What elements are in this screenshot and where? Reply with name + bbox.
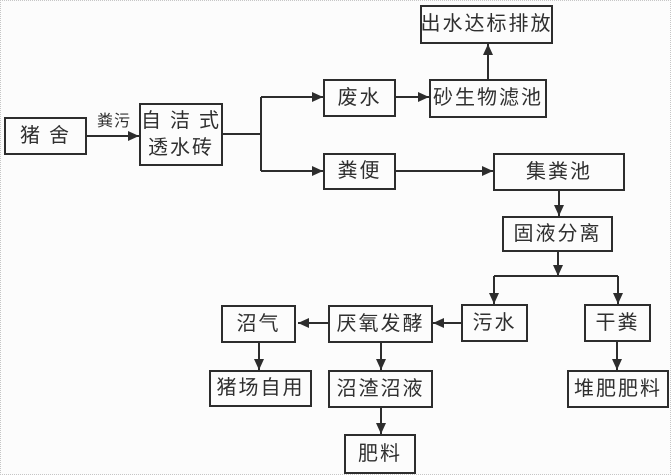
node-residue-slurry-label: 沼渣沼液 — [336, 377, 425, 400]
node-wastewater-label: 废水 — [337, 86, 382, 109]
node-feces: 粪便 — [323, 153, 396, 190]
node-solid-liquid-separation: 固液分离 — [502, 216, 613, 252]
node-sewage-label: 污水 — [472, 311, 517, 334]
node-wastewater: 废水 — [323, 79, 396, 117]
node-permeable-brick-line1: 自 洁 式 — [141, 109, 221, 132]
edge-label-manure: 粪污 — [97, 113, 132, 130]
node-permeable-brick-line2: 透水砖 — [148, 136, 214, 159]
node-fertilizer: 肥料 — [344, 434, 416, 474]
node-anaerobic-fermentation: 厌氧发酵 — [328, 305, 433, 343]
node-sand-biofilter: 砂生物滤池 — [429, 79, 547, 118]
node-fertilizer-label: 肥料 — [358, 442, 402, 465]
node-discharge-label: 出水达标排放 — [420, 13, 553, 35]
node-compost-fertilizer: 堆肥肥料 — [567, 370, 669, 408]
node-feces-label: 粪便 — [337, 160, 382, 182]
node-biogas: 沼气 — [221, 305, 296, 343]
node-dry-feces-label: 干粪 — [595, 311, 640, 334]
node-anaerobic-fermentation-label: 厌氧发酵 — [336, 312, 425, 335]
node-residue-slurry: 沼渣沼液 — [328, 370, 433, 408]
node-sand-biofilter-label: 砂生物滤池 — [433, 87, 543, 109]
node-pig-house: 猪 舍 — [4, 117, 87, 155]
node-collection-pool: 集粪池 — [493, 153, 625, 191]
node-pig-house-label: 猪 舍 — [20, 124, 71, 147]
node-solid-liquid-separation-label: 固液分离 — [513, 222, 602, 245]
node-sewage: 污水 — [461, 304, 528, 342]
node-compost-fertilizer-label: 堆肥肥料 — [574, 377, 662, 400]
node-permeable-brick: 自 洁 式 透水砖 — [139, 103, 223, 166]
node-biogas-label: 沼气 — [236, 312, 281, 335]
node-discharge: 出水达标排放 — [420, 5, 553, 44]
node-farm-self-use-label: 猪场自用 — [216, 377, 305, 399]
node-collection-pool-label: 集粪池 — [526, 160, 592, 183]
node-farm-self-use: 猪场自用 — [209, 370, 312, 407]
node-dry-feces: 干粪 — [584, 304, 651, 342]
